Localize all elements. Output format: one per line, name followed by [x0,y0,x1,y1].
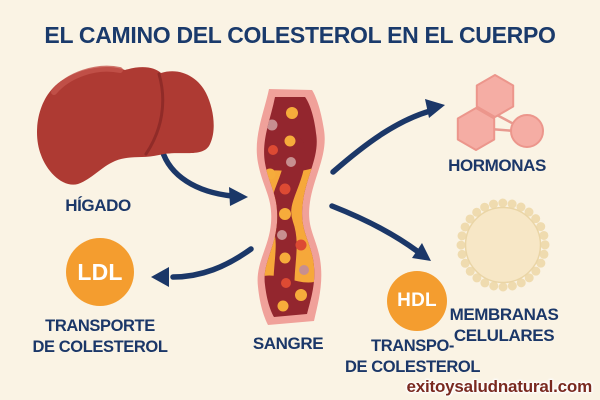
ldl-label-line1: TRANSPORTE [45,317,155,335]
membranes-label-line2: CELULARES [453,326,555,345]
hormones-label: HORMONAS [448,156,546,175]
hdl-badge-text: HDL [397,290,437,311]
membranes-label: MEMBRANAS CELULARES [419,304,589,346]
watermark: exitoysaludnatural.com [406,377,593,396]
liver-label: HÍGADO [65,196,131,215]
ldl-label-line2: DE COLESTEROL [32,338,168,356]
page-title: EL CAMINO DEL COLESTEROL EN EL CUERPO [44,22,556,48]
cell-membrane-icon [456,198,550,292]
hormones-icon [456,74,544,151]
arrow-blood-to-hormones [330,99,445,175]
hdl-label-line2: DE COLESTEROL [344,358,481,376]
ldl-badge: LDL [66,238,134,306]
blood-label: SANGRE [252,334,324,353]
blood-vessel-icon [256,89,325,325]
ldl-label: TRANSPORTE DE COLESTEROL [15,316,185,358]
hdl-label-line1: TRANSPO- [371,337,454,355]
liver-icon [37,65,214,185]
ldl-badge-text: LDL [77,258,123,285]
membranes-label-line1: MEMBRANAS [449,305,559,324]
arrow-liver-to-blood [159,147,248,206]
arrow-blood-to-ldl [151,246,254,287]
hdl-badge: HDL [387,271,447,331]
arrow-blood-to-hdl [329,203,431,261]
hdl-label: TRANSPO- DE COLESTEROL [330,336,495,378]
